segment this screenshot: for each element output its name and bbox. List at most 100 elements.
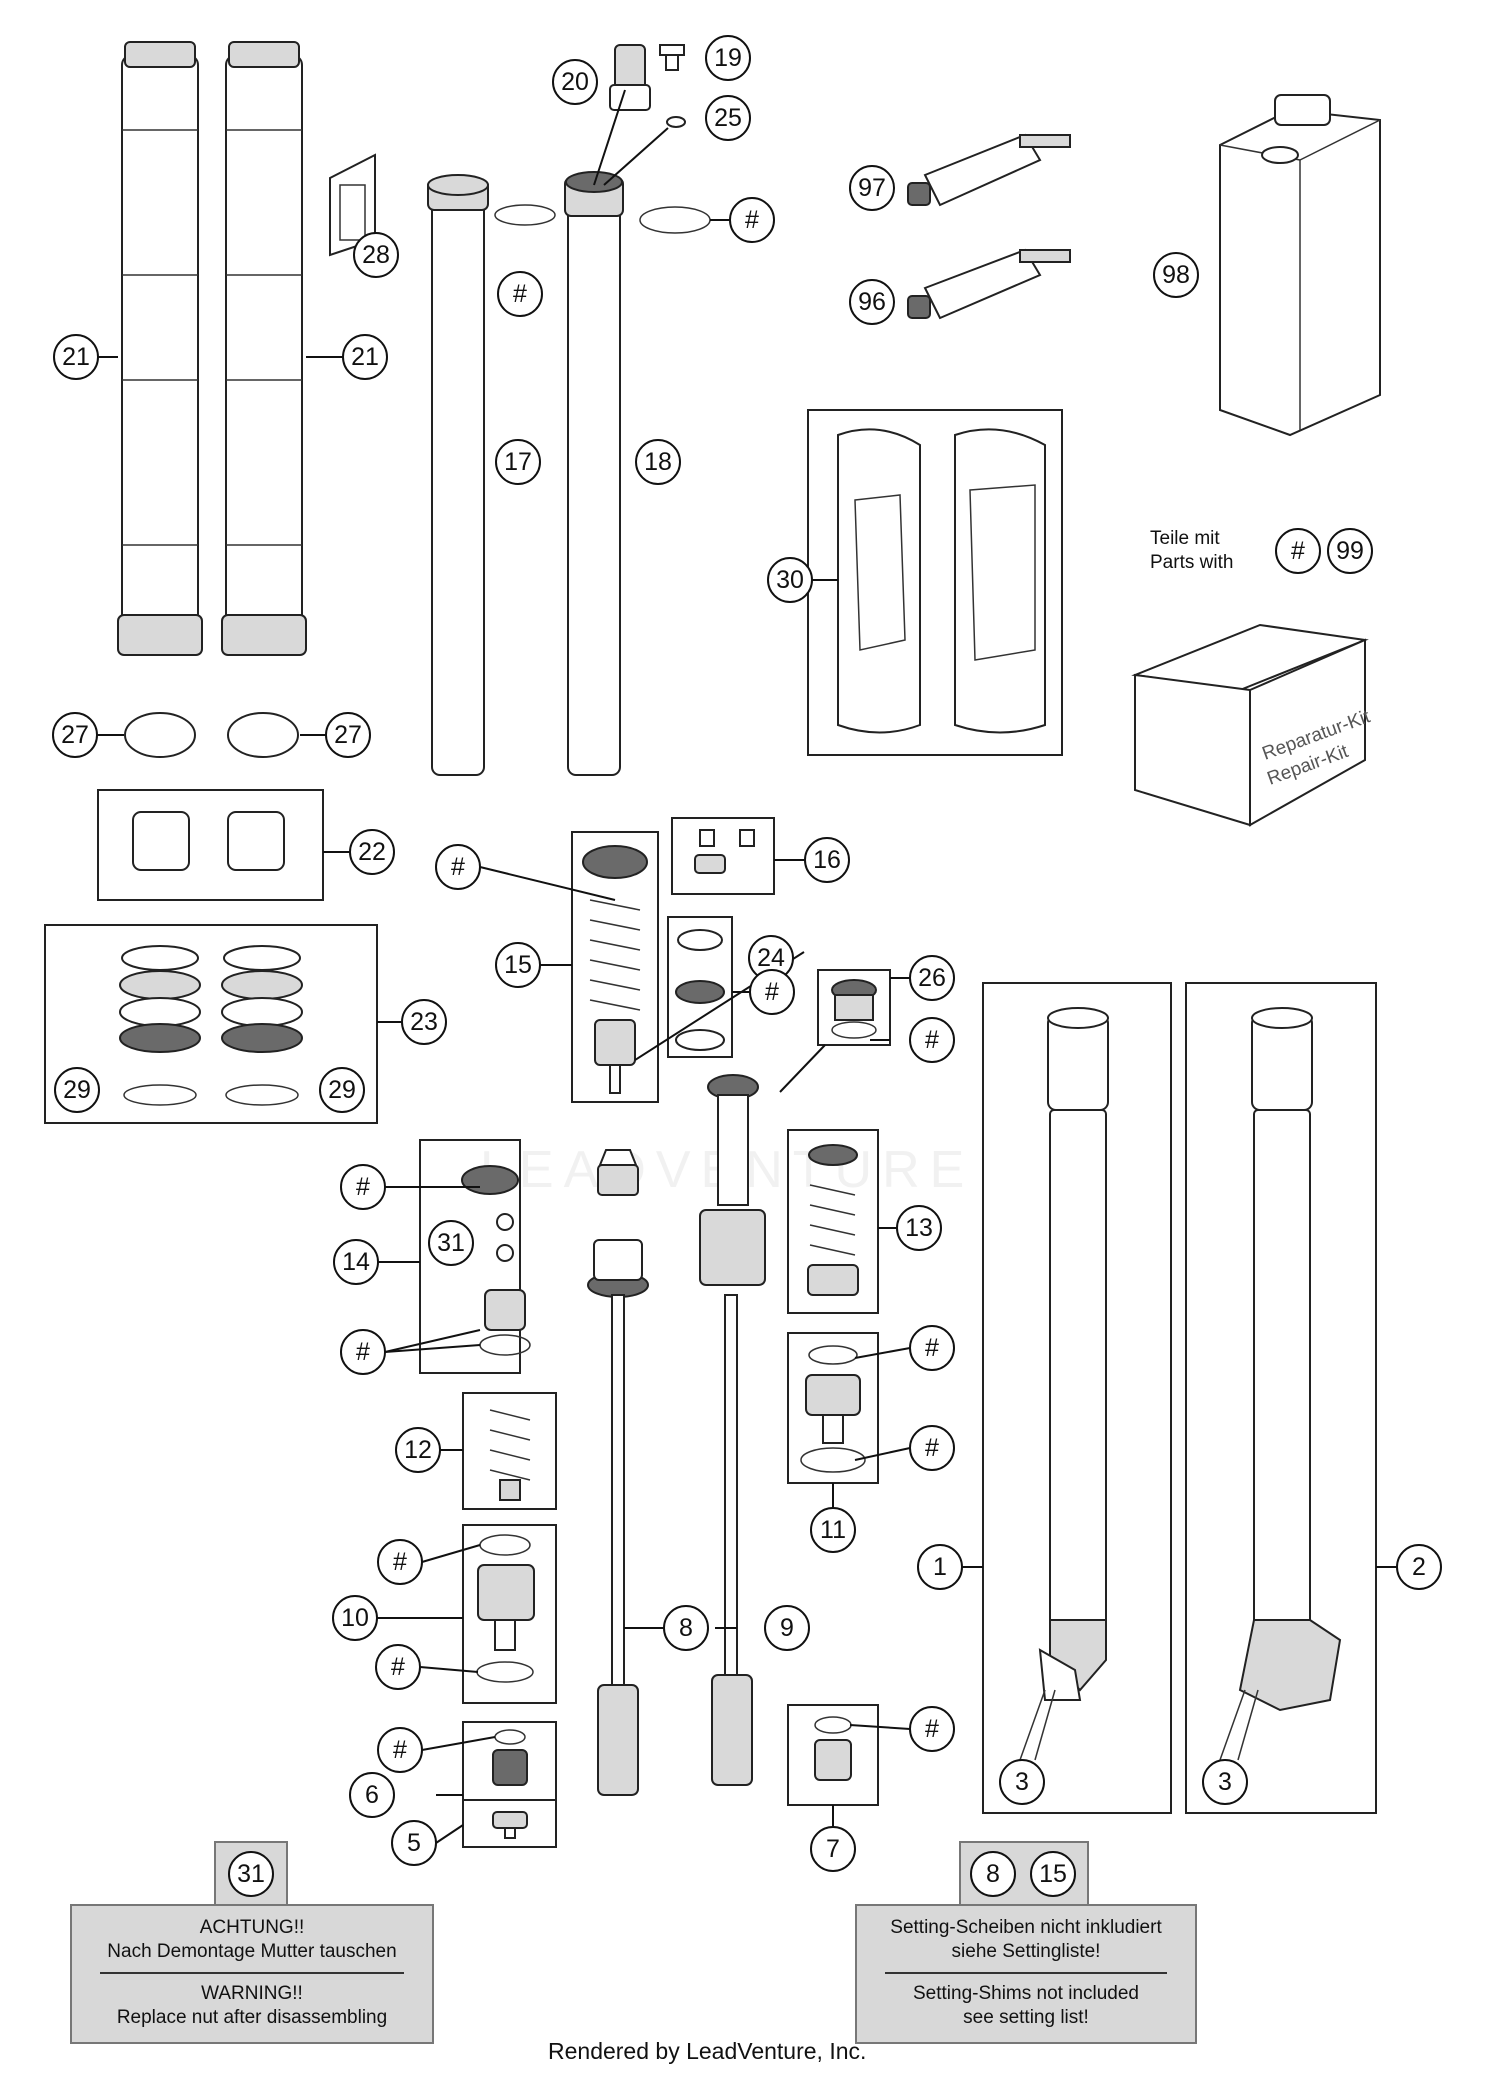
callout-hash-11-top: # xyxy=(909,1325,955,1371)
inner-tube-17 xyxy=(427,174,489,776)
svg-text:21: 21 xyxy=(351,343,379,371)
frame-15 xyxy=(571,831,659,1103)
callout-hash-14-top: # xyxy=(340,1164,386,1210)
repair-kit-box: Reparatur-Kit Repair-Kit xyxy=(1131,623,1374,827)
outer-tube-right xyxy=(221,41,307,656)
svg-text:18: 18 xyxy=(644,448,672,476)
callout-19: 19 xyxy=(705,35,751,81)
svg-text:8: 8 xyxy=(679,1614,693,1642)
frame-1 xyxy=(982,982,1172,1814)
notice-right-en-line1: Setting-Shims not included xyxy=(912,1983,1139,2004)
grease-tube-96 xyxy=(907,248,1071,320)
svg-text:97: 97 xyxy=(858,174,886,202)
svg-text:22: 22 xyxy=(358,838,386,866)
washer-25 xyxy=(666,116,686,128)
callout-15-notice: 15 xyxy=(1030,1851,1076,1897)
svg-text:16: 16 xyxy=(813,846,841,874)
svg-text:25: 25 xyxy=(714,104,742,132)
o-ring-18 xyxy=(639,206,711,234)
callout-17: 17 xyxy=(495,439,541,485)
notice-right-de-line2: siehe Settingliste! xyxy=(951,1941,1101,1962)
bushing-set-24 xyxy=(675,929,725,1051)
svg-text:13: 13 xyxy=(905,1214,933,1242)
callout-14: 14 xyxy=(333,1239,379,1285)
notice-left-en-line1: WARNING!! xyxy=(201,1983,303,2004)
svg-text:23: 23 xyxy=(410,1008,438,1036)
footer-credit: Rendered by LeadVenture, Inc. xyxy=(548,2038,867,2064)
svg-text:15: 15 xyxy=(504,951,532,979)
callout-hash-18: # xyxy=(729,197,775,243)
notice-left-en-line2: Replace nut after disassembling xyxy=(116,2007,388,2028)
callout-27-left: 27 xyxy=(52,712,98,758)
svg-text:27: 27 xyxy=(61,721,89,749)
frame-23 xyxy=(44,924,378,1124)
callout-3-right: 3 xyxy=(1202,1759,1248,1805)
callout-16: 16 xyxy=(804,837,850,883)
frame-16 xyxy=(671,817,775,895)
callout-hash-11-bottom: # xyxy=(909,1425,955,1471)
svg-text:31: 31 xyxy=(237,1860,265,1888)
o-ring-17 xyxy=(494,204,556,226)
callout-27-right: 27 xyxy=(325,712,371,758)
callout-99: 99 xyxy=(1327,528,1373,574)
svg-text:9: 9 xyxy=(780,1614,794,1642)
callout-15: 15 xyxy=(495,942,541,988)
svg-text:5: 5 xyxy=(407,1829,421,1857)
frame-22 xyxy=(97,789,324,901)
svg-text:7: 7 xyxy=(826,1835,840,1863)
callout-hash-10-top: # xyxy=(377,1539,423,1585)
svg-text:30: 30 xyxy=(776,566,804,594)
clamp-ring-left xyxy=(124,712,196,758)
frame-13 xyxy=(787,1129,879,1314)
svg-text:11: 11 xyxy=(820,1516,846,1544)
spring-12 xyxy=(489,1409,531,1501)
callout-1: 1 xyxy=(917,1544,963,1590)
oil-canister-98 xyxy=(1219,94,1381,437)
svg-text:#: # xyxy=(356,1173,370,1201)
svg-text:#: # xyxy=(765,978,779,1006)
kit-label-line1: Teile mit xyxy=(1150,528,1220,549)
screw-19 xyxy=(659,44,685,71)
svg-text:6: 6 xyxy=(365,1781,379,1809)
svg-text:#: # xyxy=(393,1548,407,1576)
damper-rod-9 xyxy=(699,1074,766,1786)
callout-28: 28 xyxy=(353,232,399,278)
svg-text:#: # xyxy=(1291,537,1305,565)
frame-10 xyxy=(462,1524,557,1704)
callout-98: 98 xyxy=(1153,252,1199,298)
spring-assembly-13 xyxy=(807,1144,859,1296)
callout-hash-10-bottom: # xyxy=(375,1644,421,1690)
svg-text:3: 3 xyxy=(1218,1768,1232,1796)
callout-10: 10 xyxy=(332,1595,378,1641)
callout-25: 25 xyxy=(705,95,751,141)
fork-leg-2 xyxy=(1219,1007,1342,1761)
callout-12: 12 xyxy=(395,1427,441,1473)
svg-text:99: 99 xyxy=(1336,537,1364,565)
damper-rod-8 xyxy=(587,1149,649,1796)
svg-text:#: # xyxy=(925,1434,939,1462)
svg-text:96: 96 xyxy=(858,288,886,316)
callout-29-left: 29 xyxy=(54,1067,100,1113)
notice-right-de-line1: Setting-Scheiben nicht inkludiert xyxy=(890,1917,1162,1938)
notice-right-divider xyxy=(885,1972,1167,1974)
notice-right-en-line2: see setting list! xyxy=(963,2007,1089,2028)
svg-text:#: # xyxy=(513,280,527,308)
callout-hash-17: # xyxy=(497,271,543,317)
svg-text:29: 29 xyxy=(328,1076,356,1104)
valve-7 xyxy=(814,1716,852,1781)
guide-bushing-pair xyxy=(132,811,285,871)
callout-3-left: 3 xyxy=(999,1759,1045,1805)
notice-left-divider xyxy=(100,1972,404,1974)
callout-6: 6 xyxy=(349,1772,395,1818)
callout-hash-14-bottom: # xyxy=(340,1329,386,1375)
callout-5: 5 xyxy=(391,1820,437,1866)
valve-assembly-10 xyxy=(476,1534,535,1683)
screw-plug-20 xyxy=(609,44,651,111)
callout-21-left: 21 xyxy=(53,334,99,380)
svg-text:#: # xyxy=(393,1736,407,1764)
callout-9: 9 xyxy=(764,1605,810,1651)
callout-hash-7: # xyxy=(909,1706,955,1752)
svg-text:#: # xyxy=(356,1338,370,1366)
svg-text:14: 14 xyxy=(342,1248,370,1276)
